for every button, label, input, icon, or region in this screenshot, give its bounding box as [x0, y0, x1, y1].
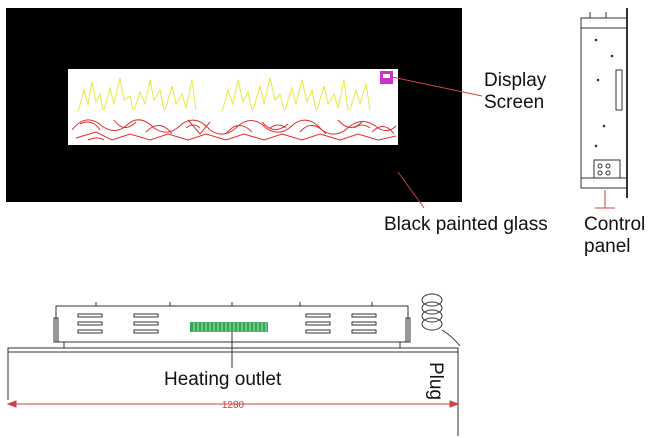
left-vents	[77, 313, 159, 334]
control-panel-label-line2: panel	[584, 235, 631, 257]
display-screen-leader	[391, 76, 483, 97]
heating-outlet-grid	[190, 322, 268, 332]
display-screen-icon-window	[383, 74, 390, 78]
plug-label: Plug	[425, 362, 446, 401]
control-panel-box	[593, 159, 621, 179]
display-screen-label: Display Screen	[484, 70, 546, 114]
width-dimension-value: 1280	[222, 400, 245, 411]
plug-cord-coil	[421, 293, 461, 347]
flame-graphic	[77, 77, 371, 113]
flame-screen	[68, 69, 398, 145]
control-panel-label: Control panel	[584, 214, 645, 258]
right-vents	[305, 313, 377, 334]
front-view	[6, 8, 462, 202]
side-view	[580, 8, 628, 198]
log-graphic	[71, 119, 397, 141]
leader-lines	[391, 76, 615, 209]
black-glass-label: Black painted glass	[384, 214, 548, 235]
black-glass-leader	[397, 171, 425, 209]
display-screen-label-line2: Screen	[484, 91, 545, 113]
display-screen-label-line1: Display	[484, 70, 547, 91]
width-dimension	[6, 400, 460, 408]
heating-outlet-label: Heating outlet	[164, 369, 282, 390]
control-panel-label-line1: Control	[584, 214, 646, 235]
top-view	[7, 293, 461, 436]
